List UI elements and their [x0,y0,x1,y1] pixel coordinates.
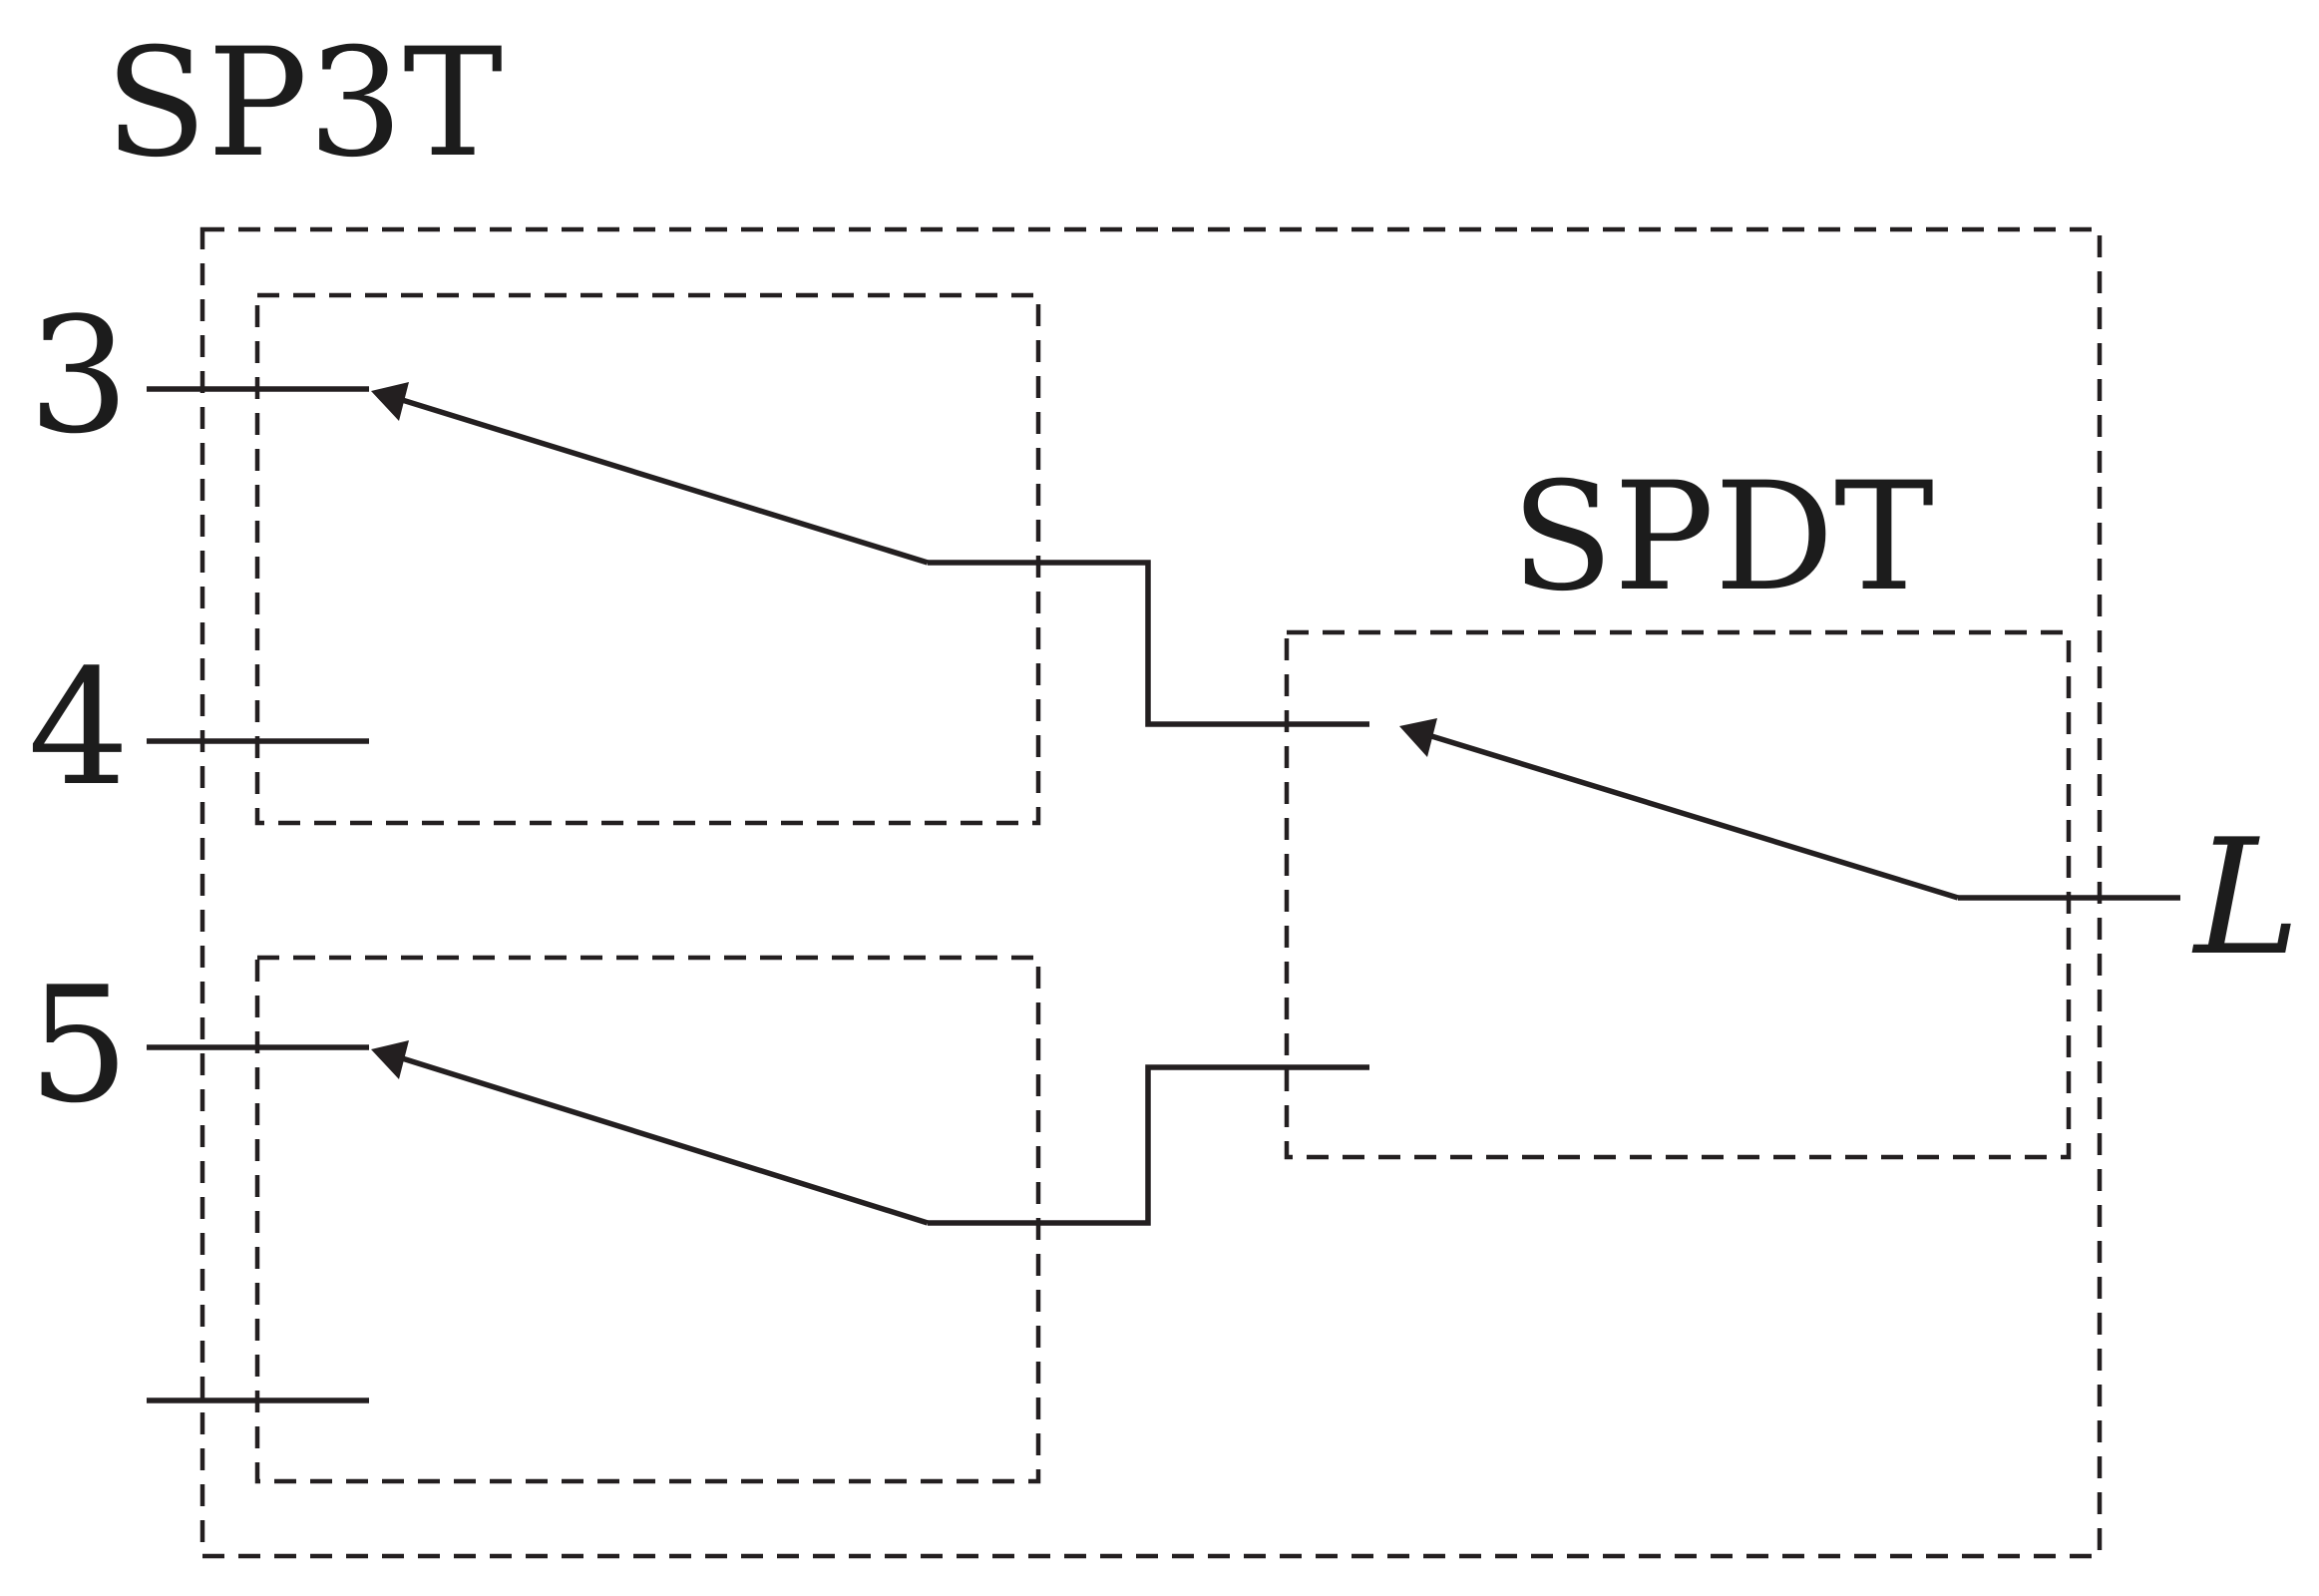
lower-switch-arrowhead [371,1040,409,1079]
upper-to-spdt-wire [928,560,1369,727]
spdt-switch-arm [1427,732,1959,901]
upper-switch-box [254,292,1041,826]
upper-switch-arrowhead [371,382,409,421]
port-4-label: 4 [28,634,130,821]
sp3t-outer-box [199,226,2103,1559]
spdt-box [1284,629,2072,1160]
port-l-label: L [2191,804,2300,991]
spdt-label: SPDT [1511,451,1934,624]
sp3t-label: SP3T [105,17,503,191]
lower-switch-box [254,955,1041,1484]
port-3-label: 3 [28,282,130,469]
lower-to-spdt-wire [928,1064,1369,1226]
port-5-label: 5 [28,952,130,1138]
spdt-arrowhead [1399,718,1437,757]
upper-switch-arm [398,396,929,566]
lower-switch-arm [398,1054,929,1226]
